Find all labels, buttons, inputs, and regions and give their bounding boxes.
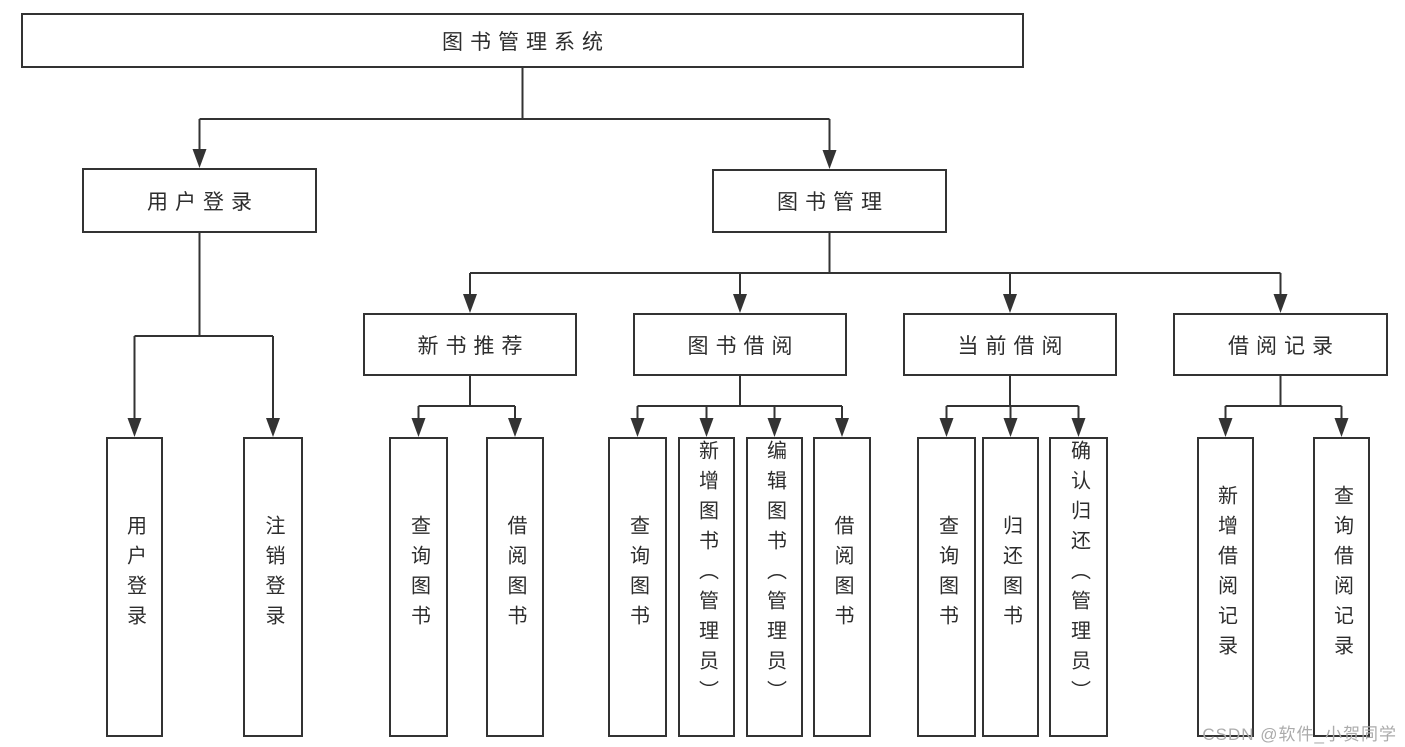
leaf-borrow-borrow: 借阅图书 <box>813 437 871 737</box>
leaf-records-add-label: 新增借阅记录 <box>1214 485 1237 665</box>
node-current-borrow: 当前借阅 <box>903 313 1117 376</box>
leaf-newbooks-borrow-label: 借阅图书 <box>504 515 526 635</box>
leaf-borrow-borrow-label: 借阅图书 <box>831 515 853 635</box>
leaf-current-query: 查询图书 <box>917 437 976 737</box>
leaf-logout: 注销登录 <box>243 437 303 737</box>
leaf-newbooks-query-label: 查询图书 <box>407 515 430 635</box>
node-user-login: 用户登录 <box>82 168 317 233</box>
leaf-user-login: 用户登录 <box>106 437 163 737</box>
leaf-user-login-label: 用户登录 <box>123 515 146 635</box>
node-book-borrow: 图书借阅 <box>633 313 847 376</box>
node-borrow-records: 借阅记录 <box>1173 313 1388 376</box>
leaf-borrow-edit-label: 编辑图书（管理员） <box>763 440 786 710</box>
leaf-newbooks-borrow: 借阅图书 <box>486 437 544 737</box>
leaf-current-confirm-label: 确认归还（管理员） <box>1067 440 1090 710</box>
node-new-books: 新书推荐 <box>363 313 577 376</box>
leaf-records-add: 新增借阅记录 <box>1197 437 1254 737</box>
arrowheads <box>127 149 1349 437</box>
leaf-borrow-add: 新增图书（管理员） <box>678 437 735 737</box>
leaf-current-query-label: 查询图书 <box>935 515 958 635</box>
leaf-current-return: 归还图书 <box>982 437 1039 737</box>
node-book-mgmt-label: 图书管理 <box>777 191 889 214</box>
csdn-watermark: CSDN @软件_小贺同学 <box>1202 725 1397 744</box>
node-borrow-records-label: 借阅记录 <box>1228 334 1340 358</box>
node-user-login-label: 用户登录 <box>147 190 259 214</box>
node-new-books-label: 新书推荐 <box>417 334 530 358</box>
leaf-records-query-label: 查询借阅记录 <box>1330 485 1353 665</box>
node-book-borrow-label: 图书借阅 <box>687 334 800 358</box>
leaf-newbooks-query: 查询图书 <box>389 437 448 737</box>
leaf-borrow-add-label: 新增图书（管理员） <box>695 440 718 710</box>
leaf-borrow-query-label: 查询图书 <box>626 515 649 635</box>
leaf-logout-label: 注销登录 <box>262 515 284 635</box>
node-root: 图书管理系统 <box>21 13 1024 68</box>
node-book-mgmt: 图书管理 <box>712 169 947 233</box>
leaf-current-return-label: 归还图书 <box>999 515 1022 635</box>
leaf-borrow-edit: 编辑图书（管理员） <box>746 437 803 737</box>
node-current-borrow-label: 当前借阅 <box>957 334 1070 358</box>
leaf-records-query: 查询借阅记录 <box>1313 437 1370 737</box>
node-root-label: 图书管理系统 <box>442 30 610 54</box>
leaf-current-confirm: 确认归还（管理员） <box>1049 437 1108 737</box>
leaf-borrow-query: 查询图书 <box>608 437 667 737</box>
